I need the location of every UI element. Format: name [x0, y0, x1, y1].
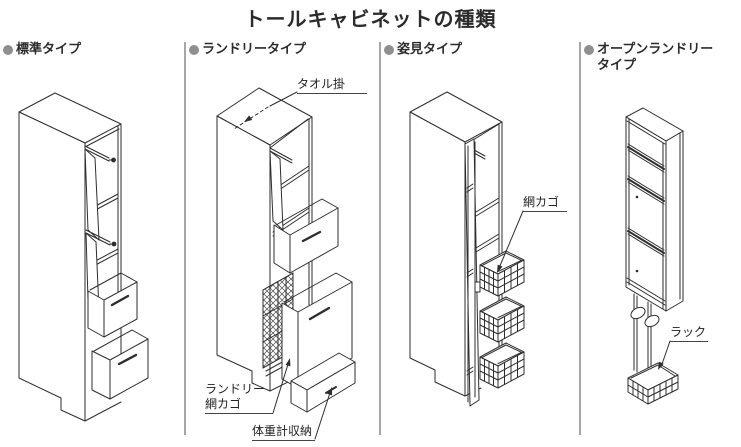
leader-line [499, 210, 524, 268]
leader-line [269, 91, 298, 107]
annotation-line2: 網カゴ [205, 397, 242, 411]
cabinet-body [216, 87, 313, 392]
open-laundry-illustration [625, 107, 684, 405]
annotation-laundry-basket: ランドリー 網カゴ [205, 382, 273, 414]
panel-laundry-label: ランドリータイプ [202, 42, 307, 57]
annotation-line1: ランドリー [205, 382, 266, 396]
standard-cabinet-illustration [18, 92, 149, 422]
arrowhead-icon [244, 115, 253, 122]
panel-open-laundry-header: オープンランドリータイプ [584, 42, 719, 75]
arrowhead-icon [497, 264, 503, 273]
bullet-icon [3, 45, 13, 55]
panel-mirror-header: 姿見タイプ [384, 42, 462, 58]
annotation-scale-storage: 体重計収納 [252, 424, 315, 441]
hinge-icon [466, 183, 474, 193]
panel-open-laundry-type: オープンランドリータイプ [581, 40, 741, 447]
towel-ring [644, 314, 660, 328]
leader-line [660, 340, 671, 368]
shelf-rail [627, 146, 665, 170]
shelf-rail [627, 230, 665, 254]
drawer-upper [273, 198, 339, 274]
open-shelf-unit [625, 107, 684, 312]
leader-line [314, 393, 331, 440]
mirror-cabinet-illustration [409, 91, 525, 407]
bullet-icon [384, 45, 394, 55]
annotation-wire-basket: 網カゴ [523, 195, 567, 212]
wire-basket-stack [479, 250, 525, 389]
hinge-icon [466, 366, 474, 376]
wire-basket [479, 250, 525, 297]
towel-bar-indicator [233, 91, 298, 130]
divider-1 [184, 42, 186, 435]
panel-mirror-type: 姿見タイプ [381, 40, 581, 447]
arrowhead-icon [327, 387, 333, 396]
scale-storage-drawer [290, 352, 356, 413]
towel-ring [630, 306, 646, 320]
cabinet-body [18, 92, 122, 422]
arrowhead-icon [658, 361, 664, 370]
leader-lines [497, 210, 524, 273]
panel-standard-type: 標準タイプ [0, 40, 186, 447]
shelf-rail [627, 178, 665, 202]
hinge-icon [466, 268, 474, 278]
door-catch [474, 281, 481, 293]
divider-2 [379, 42, 381, 435]
bullet-icon [189, 45, 199, 55]
leader-lines [272, 358, 333, 440]
annotation-rack: ラック [670, 325, 708, 342]
leader-line [272, 360, 290, 414]
wire-basket [479, 296, 525, 343]
annotation-towel-rail: タオル掛 [297, 77, 367, 94]
open-flap-door-middle [85, 229, 117, 311]
open-flap-door-top [84, 145, 116, 241]
mirror-door-open [464, 138, 481, 407]
divider-3 [579, 42, 581, 435]
wire-rack [627, 362, 679, 405]
bullet-icon [584, 45, 594, 55]
open-flap-door-top [269, 147, 293, 231]
door-knob [111, 157, 116, 163]
panel-mirror-label: 姿見タイプ [397, 42, 463, 57]
drawer-lower [91, 329, 149, 400]
leader-lines [658, 340, 671, 370]
drawer-handle [110, 294, 130, 307]
arrowhead-icon [285, 358, 291, 367]
door-knob [111, 241, 117, 247]
drawer-upper [87, 272, 138, 338]
drawer-handle [117, 353, 138, 366]
cabinet-body [409, 91, 503, 397]
panel-standard-label: 標準タイプ [16, 42, 82, 57]
hanging-rails [630, 293, 660, 379]
page-title: トールキャビネットの種類 [244, 7, 497, 31]
drawer-handle [301, 230, 322, 243]
drawer-handle [308, 306, 331, 321]
panel-open-laundry-label: オープンランドリータイプ [597, 42, 714, 74]
panel-standard-header: 標準タイプ [3, 42, 81, 58]
panel-laundry-header: ランドリータイプ [189, 42, 306, 58]
wire-basket [479, 342, 525, 389]
panel-laundry-type: ランドリータイプ [186, 40, 381, 447]
laundry-cabinet-illustration [216, 87, 356, 440]
